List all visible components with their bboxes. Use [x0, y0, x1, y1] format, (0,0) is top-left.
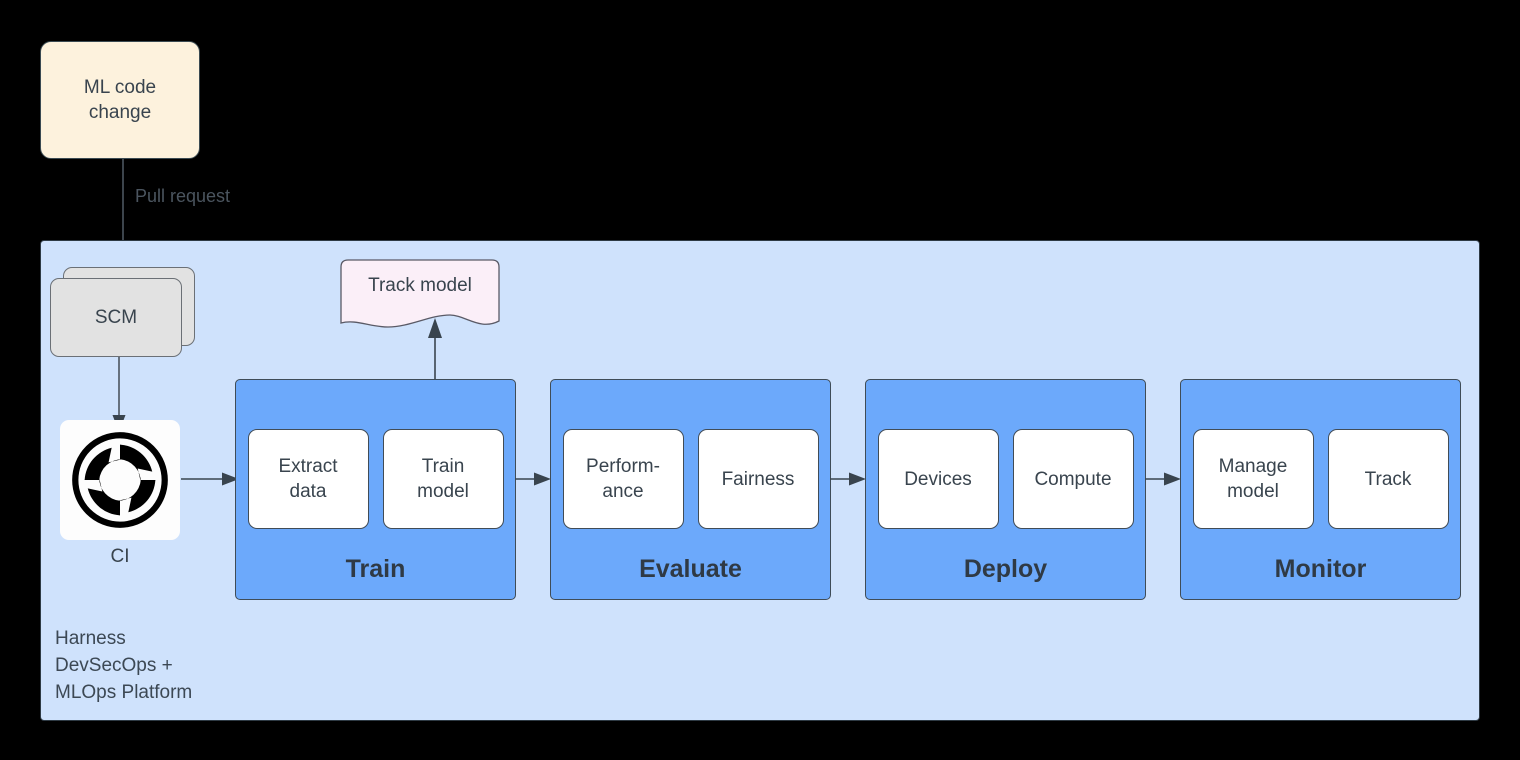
stage-deploy[interactable]: Devices Compute Deploy	[865, 379, 1146, 600]
stage-train-cards: Extract data Train model	[236, 429, 515, 529]
stage-deploy-cards: Devices Compute	[866, 429, 1145, 529]
card-fairness[interactable]: Fairness	[697, 429, 819, 529]
stage-evaluate-title: Evaluate	[639, 555, 742, 583]
card-devices-label: Devices	[904, 468, 972, 490]
stage-deploy-title: Deploy	[963, 555, 1048, 583]
card-track[interactable]: Track	[1327, 429, 1449, 529]
card-train-model[interactable]: Train model	[382, 429, 504, 529]
stage-monitor-title: Monitor	[1274, 555, 1367, 583]
scm-node[interactable]: SCM	[50, 267, 195, 357]
ml-code-change-label: ML code change	[83, 77, 157, 123]
stage-train-title: Train	[345, 555, 406, 583]
up-arrow-icon	[428, 318, 442, 386]
train-to-track-model-edge	[424, 318, 446, 386]
document-note-shape-icon	[340, 259, 500, 328]
scm-label: SCM	[94, 307, 138, 328]
card-manage-model-label: Manage model	[1218, 456, 1288, 502]
right-arrow-icon	[1145, 472, 1181, 486]
right-arrow-icon	[515, 472, 551, 486]
evaluate-to-deploy-edge	[830, 468, 866, 490]
card-fairness-label: Fairness	[721, 468, 795, 490]
stage-evaluate[interactable]: Perform- ance Fairness Evaluate	[550, 379, 831, 600]
card-performance-label: Perform- ance	[586, 456, 660, 502]
platform-label: Harness DevSecOps + MLOps Platform	[55, 628, 193, 703]
pull-request-label: Pull request	[135, 186, 231, 206]
track-model-note[interactable]	[340, 259, 500, 333]
track-model-label: Track model	[368, 275, 472, 296]
ci-label: CI	[110, 546, 130, 567]
stage-monitor-cards: Manage model Track	[1181, 429, 1460, 529]
deploy-to-monitor-edge	[1145, 468, 1181, 490]
ml-code-change-node[interactable]: ML code change	[40, 41, 200, 159]
right-arrow-icon	[181, 472, 239, 486]
right-arrow-icon	[830, 472, 866, 486]
card-manage-model[interactable]: Manage model	[1192, 429, 1314, 529]
card-performance[interactable]: Perform- ance	[562, 429, 684, 529]
stage-evaluate-cards: Perform- ance Fairness	[551, 429, 830, 529]
train-to-evaluate-edge	[515, 468, 551, 490]
ci-node[interactable]	[60, 420, 180, 540]
continuous-integration-cycle-icon	[72, 432, 168, 528]
stage-train[interactable]: Extract data Train model Train	[235, 379, 516, 600]
card-devices[interactable]: Devices	[877, 429, 999, 529]
ci-to-train-edge	[181, 468, 239, 490]
card-extract-data-label: Extract data	[278, 456, 338, 502]
card-compute-label: Compute	[1034, 468, 1112, 490]
card-train-model-label: Train model	[417, 456, 469, 502]
card-compute[interactable]: Compute	[1012, 429, 1134, 529]
card-extract-data[interactable]: Extract data	[247, 429, 369, 529]
stage-monitor[interactable]: Manage model Track Monitor	[1180, 379, 1461, 600]
card-track-label: Track	[1364, 468, 1412, 490]
scm-stack-front: SCM	[50, 278, 182, 357]
